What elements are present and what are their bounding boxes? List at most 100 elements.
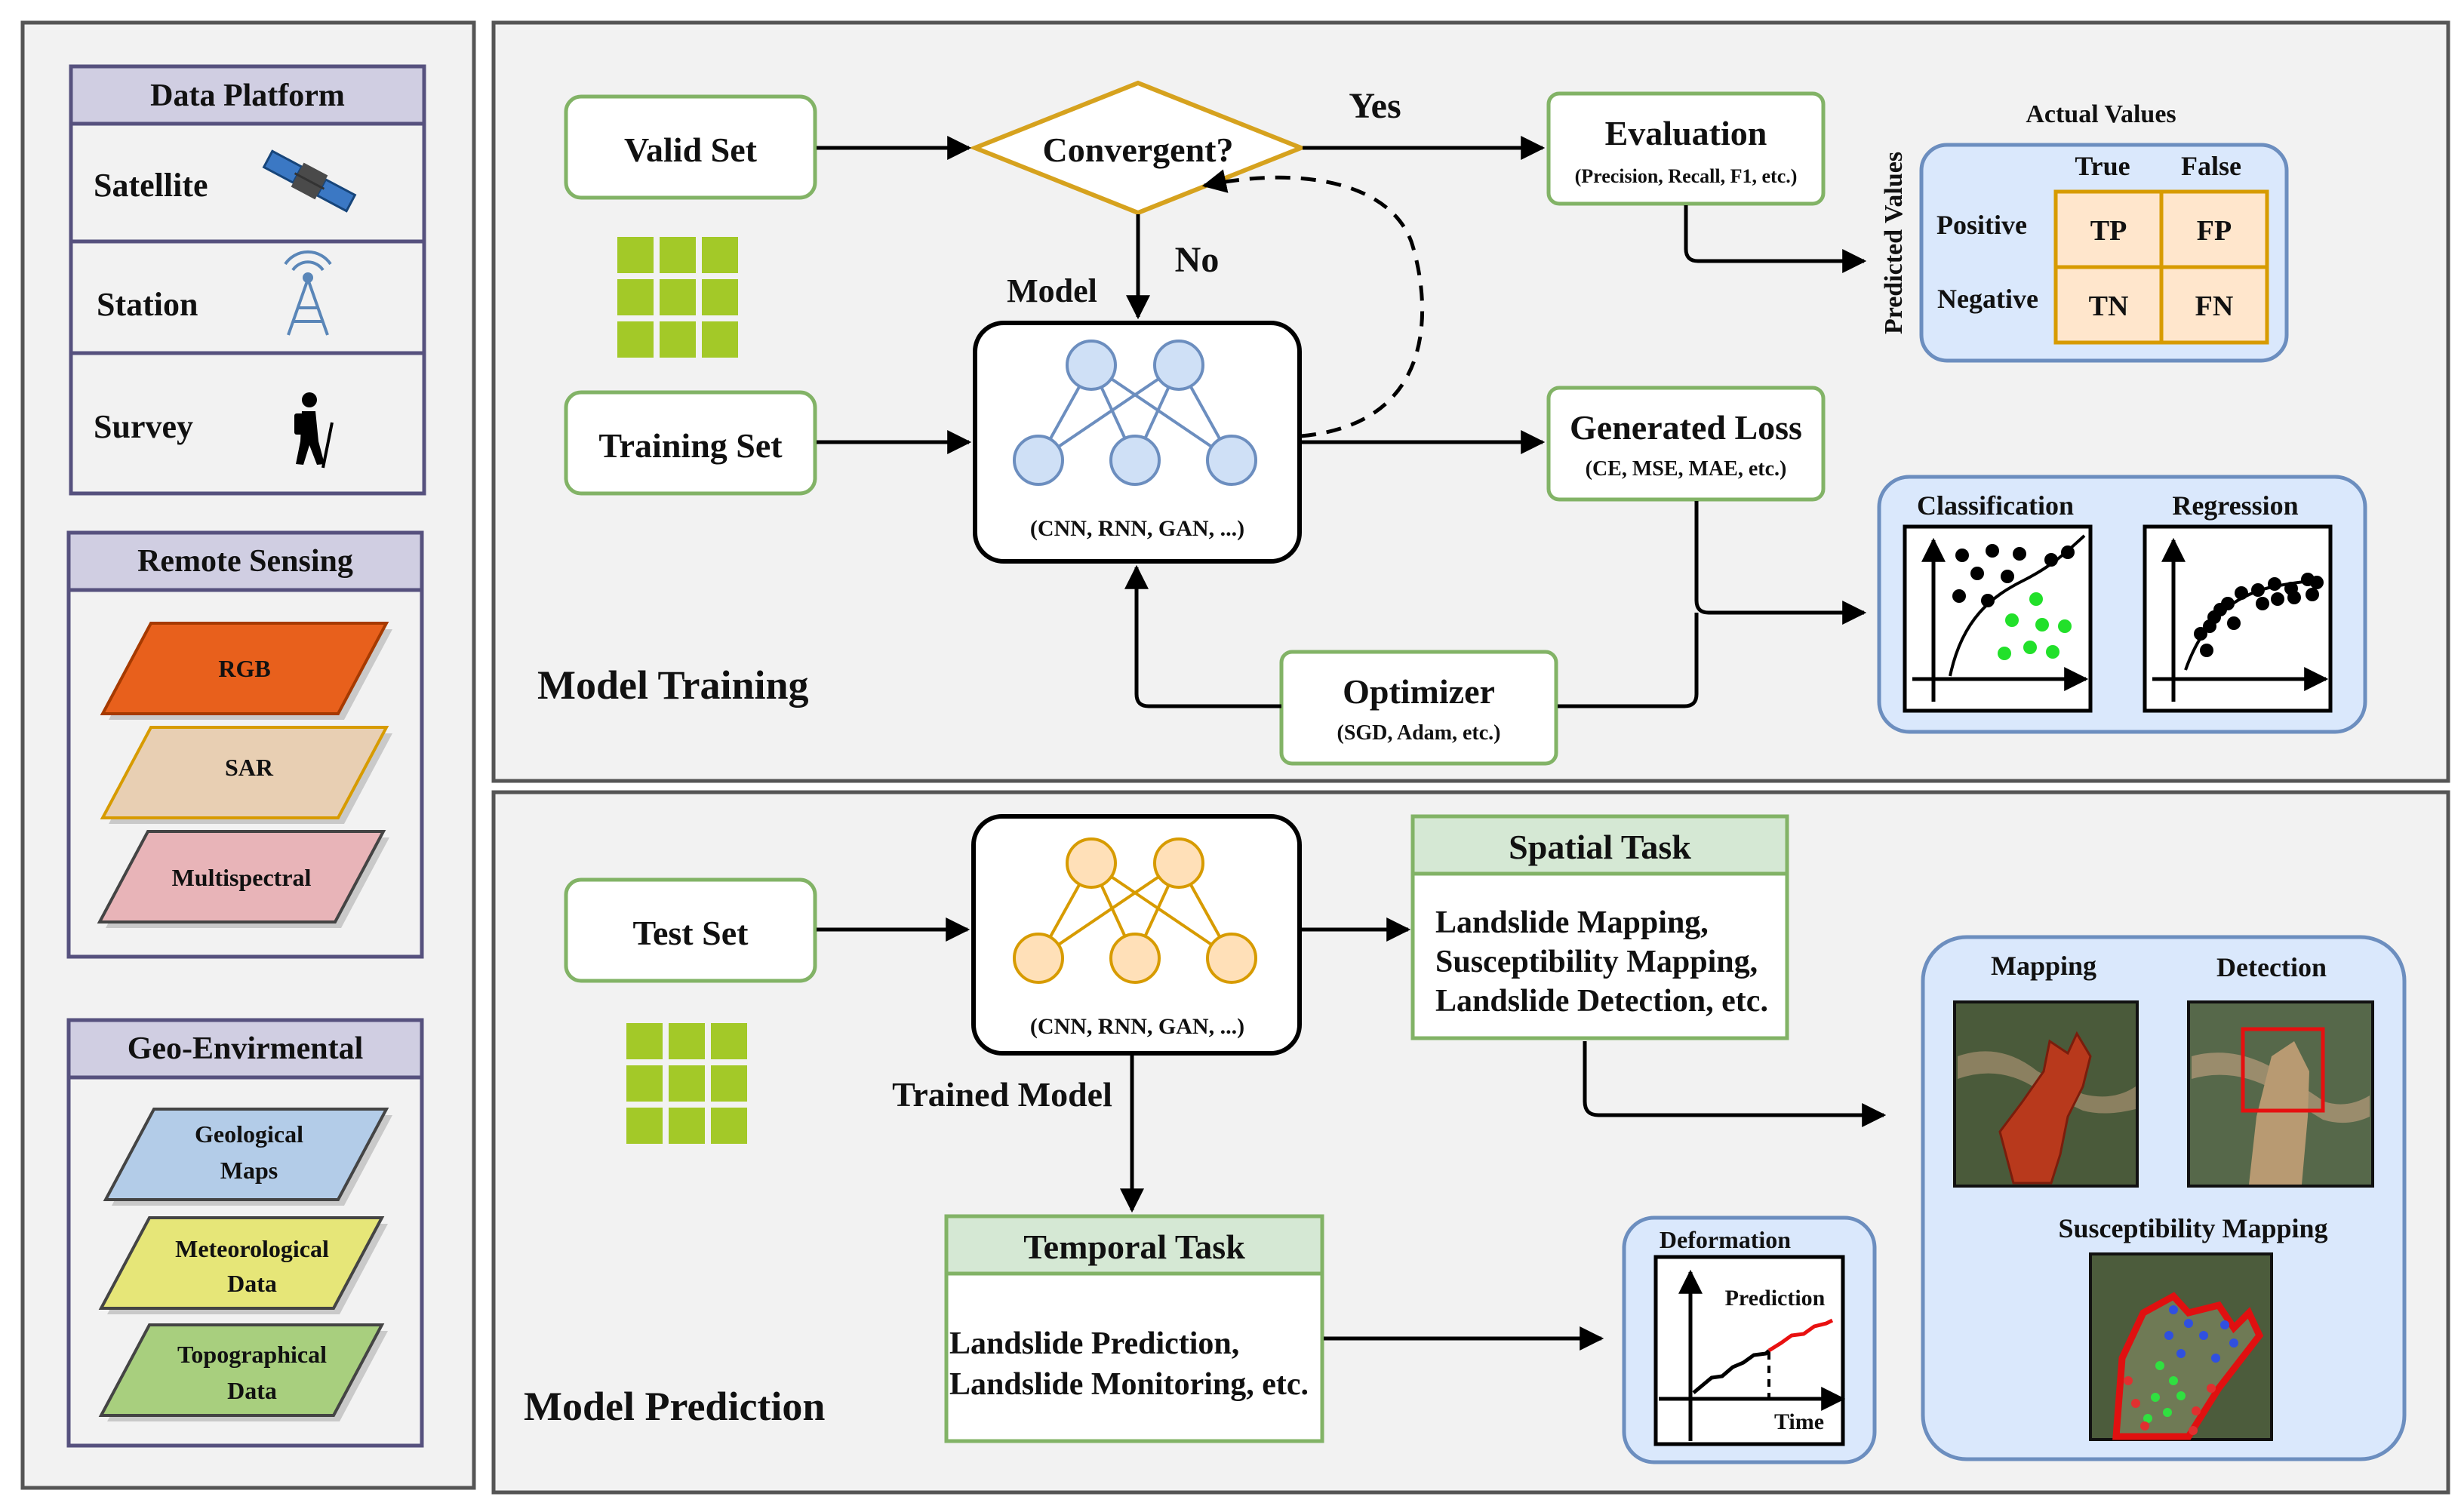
class-a-point [1986,544,1999,558]
training-model-box: (CNN, RNN, GAN, ...) [973,321,1302,564]
trained-model-label: Trained Model [892,1075,1112,1114]
class-b-point [2005,613,2019,627]
grid-cell [660,321,696,358]
high-risk-point [2176,1349,2186,1358]
regression-point [2203,619,2216,633]
results-image-panel: Mapping Detection Susceptibility Mapping [1921,935,2407,1461]
class-a-point [1981,594,1995,607]
regression-point [2310,576,2324,589]
spatial-task-title: Spatial Task [1509,828,1691,866]
station-tower-icon [284,250,332,336]
training-set-label: Training Set [598,426,783,465]
grid-cell [669,1108,705,1144]
geo-title: Geo-Envirmental [128,1031,364,1066]
meteorological-line2: Data [227,1270,277,1297]
yes-label: Yes [1349,86,1401,126]
low-risk-point [2192,1406,2201,1415]
generated-loss-sub: (CE, MSE, MAE, etc.) [1586,457,1787,481]
meteorological-data-layer: Meteorological Data [98,1216,388,1314]
model-prediction-title: Model Prediction [524,1384,825,1429]
topographical-line2: Data [227,1377,277,1404]
model-label: Model [1007,272,1097,309]
cell-tp: TP [2090,215,2127,247]
regression-point [2235,586,2248,600]
high-risk-point [2184,1319,2193,1328]
optimizer-box: Optimizer (SGD, Adam, etc.) [1279,650,1558,766]
susceptibility-image [2089,1252,2273,1441]
regression-point [2227,616,2241,630]
model-training-title: Model Training [537,662,809,708]
high-risk-point [2164,1331,2173,1340]
regression-point [2306,588,2319,601]
geological-maps-layer: Geological Maps [103,1108,392,1206]
class-b-point [2046,645,2059,659]
high-risk-point [2169,1305,2178,1314]
prediction-label: Prediction [1725,1286,1826,1311]
rgb-layer: RGB [100,622,392,720]
high-risk-point [2220,1320,2229,1329]
class-a-point [2061,545,2075,559]
class-a-point [1952,589,1966,603]
nn-edge [1037,364,1180,462]
evaluation-sub: (Precision, Recall, F1, etc.) [1575,165,1798,187]
grid-cell [660,237,696,273]
low-risk-point [2124,1376,2133,1385]
nn-node [1013,435,1064,486]
neural-network-icon [1013,837,1257,984]
neural-network-icon [1013,340,1257,486]
valid-set-label: Valid Set [624,131,758,169]
regression-point [2251,583,2265,597]
training-set-box: Training Set [564,390,817,496]
convergent-label: Convergent? [1043,131,1234,169]
deformation-title: Deformation [1660,1226,1791,1253]
regression-point [2256,597,2269,610]
detection-title: Detection [2216,952,2327,982]
nn-node [1109,435,1161,486]
temporal-line-2: Landslide Monitoring, etc. [949,1367,1309,1402]
training-arrows [817,136,1867,708]
nn-edge [1037,862,1180,960]
class-b-point [2023,641,2037,654]
grid-cell [711,1108,747,1144]
temporal-line-1: Landslide Prediction, [949,1326,1239,1361]
station-label: Station [97,286,198,323]
grid-cell [626,1065,663,1102]
low-risk-point [2207,1384,2216,1393]
grid-cell [702,321,738,358]
col-true: True [2075,151,2130,181]
meteorological-line1: Meteorological [175,1235,329,1262]
evaluation-label: Evaluation [1605,114,1767,152]
susceptibility-title: Susceptibility Mapping [2058,1213,2327,1243]
grid-cell [617,279,654,315]
regression-point [2213,603,2227,616]
class-a-point [2044,553,2058,567]
grid-cell [711,1023,747,1059]
medium-risk-point [2143,1414,2152,1423]
deformation-box: Deformation Prediction Time [1622,1215,1877,1464]
high-risk-point [2199,1331,2208,1340]
regression-point [2271,592,2284,606]
evaluation-box: Evaluation (Precision, Recall, F1, etc.) [1546,91,1826,206]
no-label: No [1175,240,1220,280]
class-a-point [2001,570,2014,583]
nn-node [1206,933,1257,984]
cell-fn: FN [2195,290,2234,322]
actual-values-label: Actual Values [2026,100,2176,128]
grid-cell [702,279,738,315]
nn-node [1066,340,1117,391]
row-negative: Negative [1937,284,2038,314]
nn-edge [1090,364,1233,462]
grid-cell [626,1108,663,1144]
remote-sensing-title: Remote Sensing [137,544,353,579]
satellite-icon [262,149,357,213]
grid-cell [617,237,654,273]
regression-point [2194,627,2207,641]
class-b-point [2058,619,2072,633]
model-caption: (CNN, RNN, GAN, ...) [1030,516,1244,541]
medium-risk-point [2155,1361,2164,1370]
plots-box: Classification Regression [1877,475,2367,734]
data-platform-box: Data Platform Satellite Station Survey [69,64,426,496]
nn-node [1066,837,1117,889]
generated-loss-label: Generated Loss [1570,408,1802,447]
